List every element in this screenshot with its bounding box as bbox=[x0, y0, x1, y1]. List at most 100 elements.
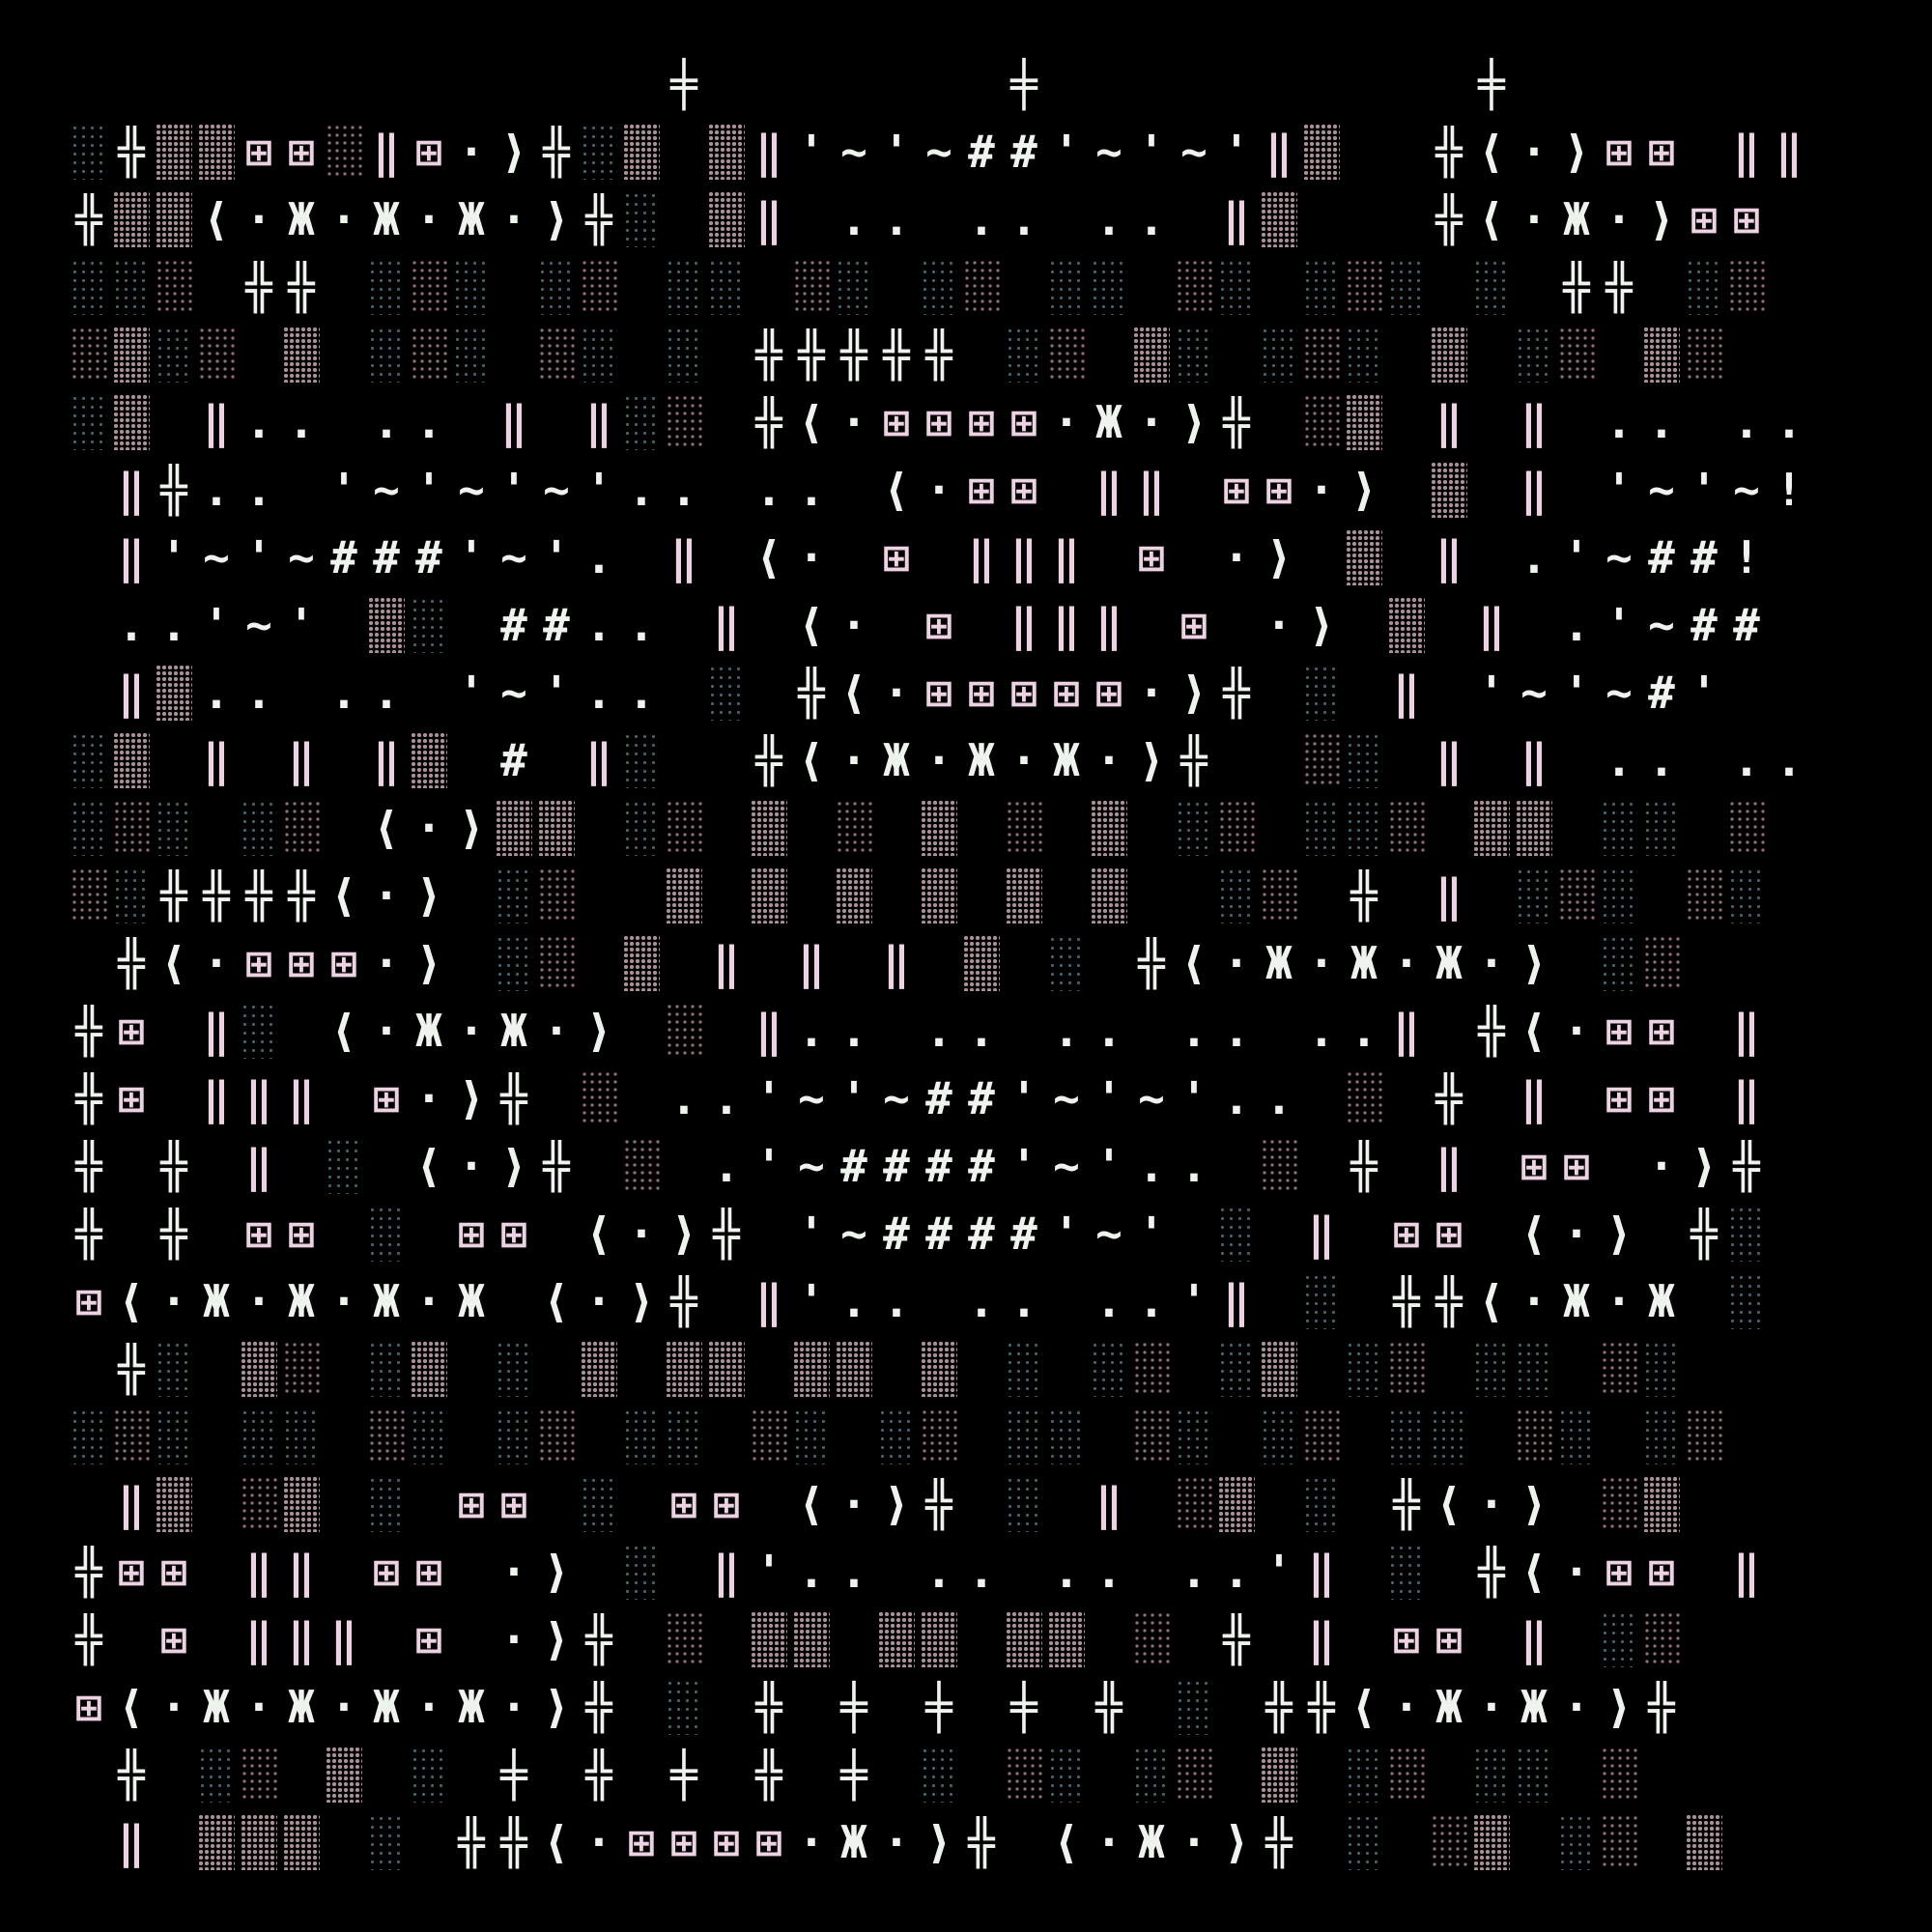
window-glyph: ⊞ bbox=[925, 599, 952, 651]
rose-dot-block bbox=[663, 1605, 705, 1673]
mauve-dot-block bbox=[833, 1335, 875, 1403]
period-glyph: . bbox=[1776, 396, 1803, 448]
x-glyph: Ж bbox=[458, 1681, 485, 1733]
period-glyph: . bbox=[1010, 1275, 1037, 1327]
x-glyph: Ж bbox=[288, 1681, 315, 1733]
empty-cell bbox=[790, 185, 833, 253]
empty-cell bbox=[1215, 1673, 1258, 1741]
empty-cell bbox=[238, 726, 280, 794]
empty-cell bbox=[1343, 591, 1385, 659]
empty-cell bbox=[833, 50, 875, 118]
dot-glyph: · bbox=[330, 1275, 357, 1327]
cross-glyph: ╬ bbox=[1435, 126, 1463, 178]
angle-open-glyph: ⟨ bbox=[585, 1208, 612, 1260]
dot-glyph: · bbox=[500, 1681, 527, 1733]
dot-glyph: · bbox=[1520, 193, 1548, 245]
cross-glyph: ╬ bbox=[75, 1208, 102, 1260]
angle-open-glyph: ⟨ bbox=[160, 937, 187, 989]
cross-glyph: ╬ bbox=[75, 1546, 102, 1598]
tall-cross-glyph: ╪ bbox=[670, 1748, 697, 1801]
empty-cell bbox=[1683, 1267, 1725, 1335]
mauve-dot-block bbox=[1470, 794, 1513, 862]
empty-cell bbox=[1428, 794, 1470, 862]
period-glyph: . bbox=[925, 1005, 952, 1057]
double-bar-glyph: ‖ bbox=[1095, 599, 1122, 651]
angle-open-glyph: ⟨ bbox=[203, 193, 230, 245]
angle-close-glyph: ⟩ bbox=[1180, 667, 1208, 719]
empty-cell bbox=[1215, 321, 1258, 388]
rose-dot-block bbox=[1598, 1741, 1640, 1808]
period-glyph: . bbox=[840, 1005, 867, 1057]
window-glyph: ⊞ bbox=[1563, 1140, 1590, 1192]
empty-cell bbox=[1300, 1335, 1343, 1403]
window-glyph: ⊞ bbox=[1690, 193, 1718, 245]
empty-cell bbox=[365, 1605, 408, 1673]
empty-cell bbox=[1088, 1403, 1130, 1470]
empty-cell bbox=[705, 794, 748, 862]
period-glyph: . bbox=[628, 464, 655, 516]
empty-cell bbox=[1130, 50, 1173, 118]
tall-cross-glyph: ╪ bbox=[670, 58, 697, 110]
x-glyph: Ж bbox=[1138, 1816, 1165, 1868]
angle-open-glyph: ⟨ bbox=[1520, 1005, 1548, 1057]
empty-cell bbox=[195, 1470, 238, 1538]
empty-cell bbox=[1385, 388, 1428, 456]
rose-dot-block bbox=[1555, 321, 1598, 388]
empty-cell bbox=[1555, 929, 1598, 997]
angle-close-glyph: ⟩ bbox=[543, 1681, 570, 1733]
empty-cell bbox=[1173, 862, 1215, 929]
double-bar-glyph: ‖ bbox=[1733, 126, 1760, 178]
cross-glyph: ╬ bbox=[1393, 1275, 1420, 1327]
double-bar-glyph: ‖ bbox=[713, 599, 740, 651]
dot-glyph: · bbox=[1478, 1681, 1505, 1733]
teal-dot-block bbox=[1725, 1267, 1768, 1335]
rose-dot-block bbox=[110, 794, 153, 862]
empty-cell bbox=[1045, 1470, 1088, 1538]
mauve-dot-block bbox=[110, 388, 153, 456]
rose-dot-block bbox=[833, 794, 875, 862]
empty-cell bbox=[1045, 50, 1088, 118]
double-bar-glyph: ‖ bbox=[585, 396, 612, 448]
tick-glyph: ' bbox=[1010, 1140, 1037, 1192]
empty-cell bbox=[450, 591, 493, 659]
rose-dot-block bbox=[280, 794, 323, 862]
empty-cell bbox=[1300, 50, 1343, 118]
mauve-dot-block bbox=[748, 1605, 790, 1673]
teal-dot-block bbox=[1173, 321, 1215, 388]
hash-glyph: # bbox=[968, 1140, 995, 1192]
teal-dot-block bbox=[1003, 1403, 1045, 1470]
dot-glyph: · bbox=[1393, 937, 1420, 989]
tall-cross-glyph: ╪ bbox=[840, 1748, 867, 1801]
cross-glyph: ╬ bbox=[1690, 1208, 1718, 1260]
empty-cell bbox=[493, 1267, 535, 1335]
rose-dot-block bbox=[238, 1741, 280, 1808]
dot-glyph: · bbox=[160, 1275, 187, 1327]
art-row: ╬⊞‖‖‖⊞·⟩╬╬‖⊞⊞‖ bbox=[68, 1605, 1864, 1673]
mauve-dot-block bbox=[408, 726, 450, 794]
cross-glyph: ╬ bbox=[245, 869, 272, 922]
empty-cell bbox=[663, 1132, 705, 1200]
cross-glyph: ╬ bbox=[500, 1072, 527, 1124]
empty-cell bbox=[1003, 1808, 1045, 1876]
cross-glyph: ╬ bbox=[1308, 1681, 1335, 1733]
angle-close-glyph: ⟩ bbox=[458, 802, 485, 854]
empty-cell bbox=[1385, 726, 1428, 794]
mauve-dot-block bbox=[323, 1741, 365, 1808]
empty-cell bbox=[1555, 1470, 1598, 1538]
tick-glyph: ' bbox=[1605, 599, 1633, 651]
art-row: ╬╪╬╪╬╪ bbox=[68, 1741, 1864, 1808]
angle-open-glyph: ⟨ bbox=[1478, 126, 1505, 178]
cross-glyph: ╬ bbox=[1223, 396, 1250, 448]
empty-cell bbox=[450, 1403, 493, 1470]
x-glyph: Ж bbox=[1435, 937, 1463, 989]
empty-cell bbox=[1470, 1065, 1513, 1132]
x-glyph: Ж bbox=[373, 1681, 400, 1733]
angle-open-glyph: ⟨ bbox=[840, 667, 867, 719]
empty-cell bbox=[450, 862, 493, 929]
hash-glyph: # bbox=[968, 126, 995, 178]
dot-glyph: · bbox=[1563, 1208, 1590, 1260]
window-glyph: ⊞ bbox=[288, 937, 315, 989]
empty-cell bbox=[833, 929, 875, 997]
angle-open-glyph: ⟨ bbox=[1350, 1681, 1378, 1733]
empty-cell bbox=[195, 50, 238, 118]
